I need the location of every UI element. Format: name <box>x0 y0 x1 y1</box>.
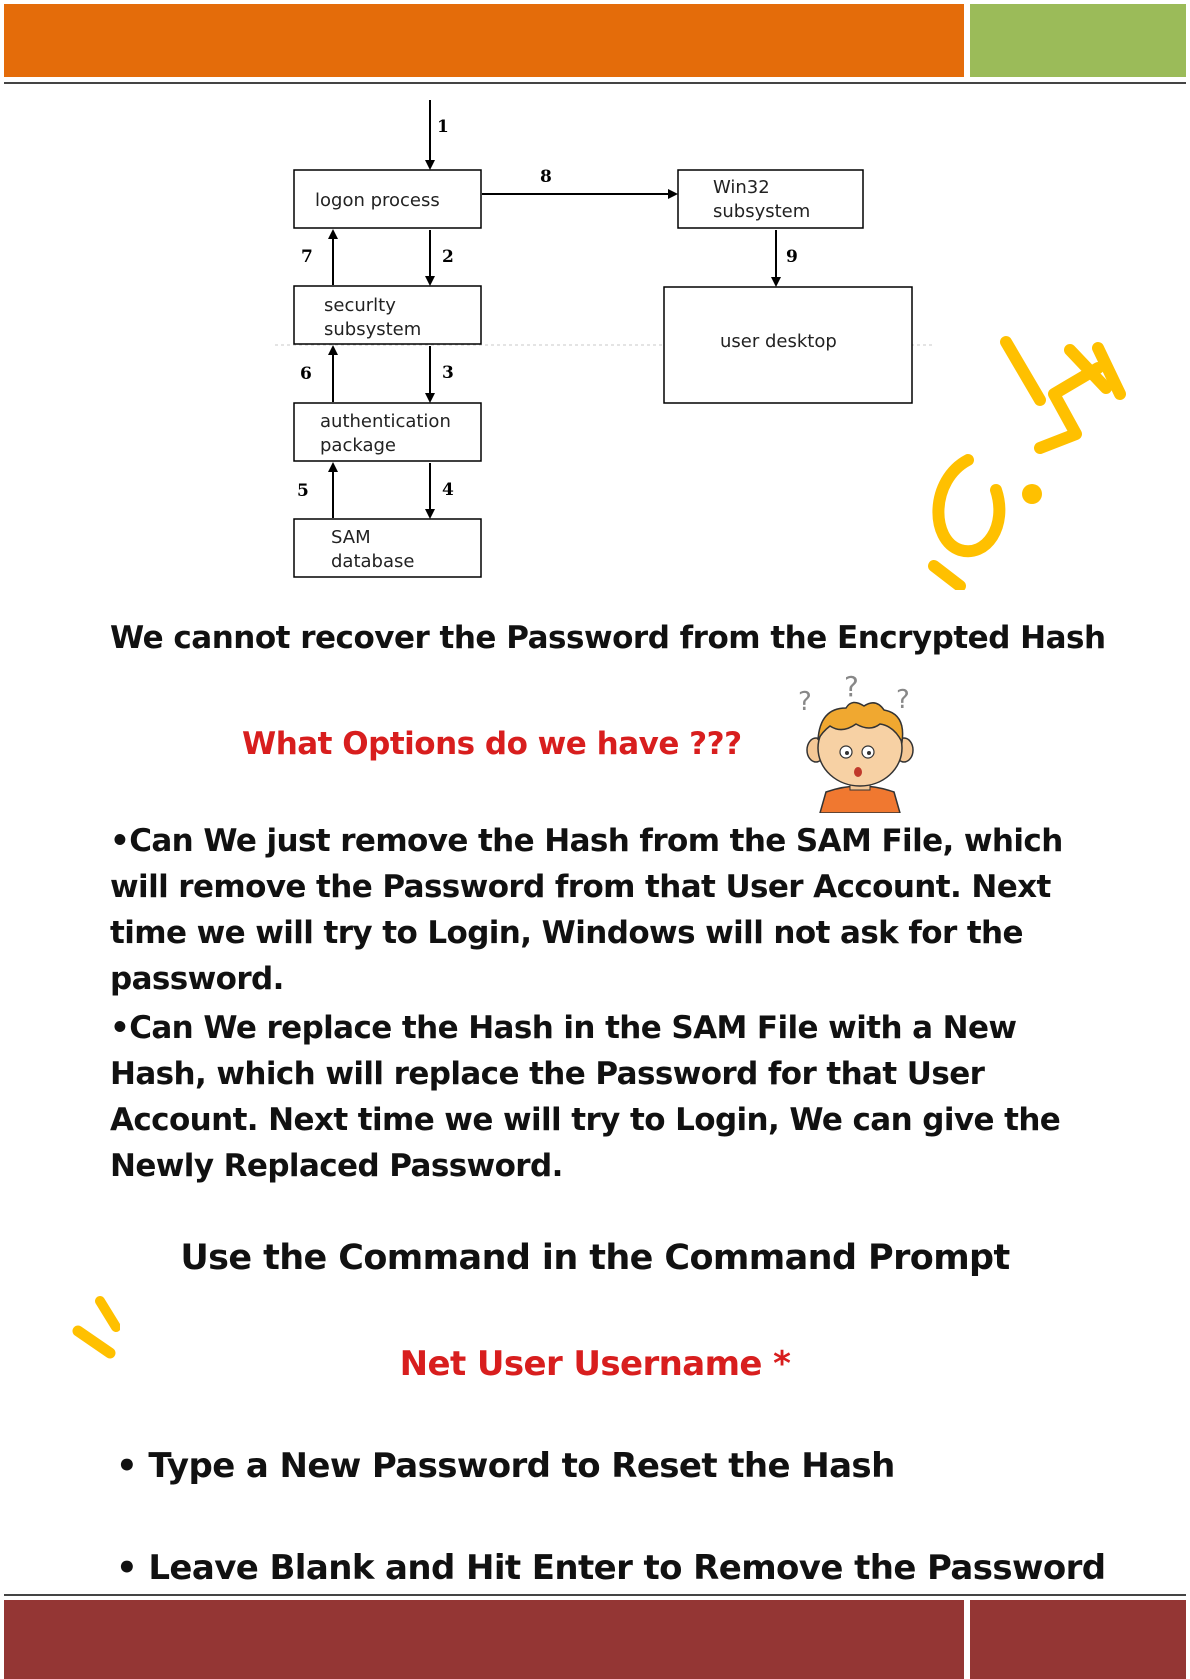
step-6: 6 <box>300 364 312 384</box>
heading-cannot-recover: We cannot recover the Password from the … <box>110 620 1106 656</box>
logon-flow-diagram: logon process securlty subsystem authent… <box>275 100 935 578</box>
svg-text:securlty: securlty <box>324 295 396 316</box>
security-label-line1: securlty <box>324 295 396 316</box>
bullet-reset-hash: • Type a New Password to Reset the Hash <box>116 1446 895 1486</box>
authentication-package-box <box>293 402 482 462</box>
svg-text:subsystem: subsystem <box>324 319 421 340</box>
svg-text:package: package <box>320 435 396 456</box>
svg-text:logon process: logon process <box>315 190 440 211</box>
paragraph-remove-hash: •Can We just remove the Hash from the SA… <box>110 823 1063 997</box>
svg-text:subsystem: subsystem <box>713 201 810 222</box>
paragraph-replace-hash: •Can We replace the Hash in the SAM File… <box>110 1010 1061 1184</box>
command-text: Net User Username * <box>399 1344 791 1384</box>
svg-text:6: 6 <box>300 364 312 384</box>
header-bar-green <box>970 4 1186 77</box>
step-8: 8 <box>540 167 552 187</box>
footer-bar-right <box>970 1600 1186 1679</box>
win32-subsystem-box <box>677 169 864 229</box>
question-options: What Options do we have ??? <box>242 726 742 762</box>
auth-label-line1: authentication <box>320 411 451 432</box>
step-2: 2 <box>442 247 454 267</box>
svg-text:8: 8 <box>540 167 552 187</box>
step-1: 1 <box>437 117 449 137</box>
command-heading: Use the Command in the Command Prompt <box>180 1238 1010 1278</box>
confused-boy-icon: ? ? ? <box>798 670 914 813</box>
win32-label-line1: Win32 <box>713 177 770 198</box>
logon-process-box <box>293 169 482 229</box>
sam-label-line2: database <box>331 551 414 572</box>
svg-text:5: 5 <box>297 481 309 501</box>
step-3: 3 <box>442 363 454 383</box>
header-rule <box>4 82 1186 84</box>
step-4: 4 <box>442 480 454 500</box>
svg-text:7: 7 <box>301 247 313 267</box>
svg-text:authentication: authentication <box>320 411 451 432</box>
sam-database-box <box>293 518 482 578</box>
svg-text:?: ? <box>798 687 812 717</box>
logon-process-label: logon process <box>315 190 440 211</box>
svg-text:?: ? <box>844 670 859 703</box>
watermark-fragment-right <box>928 336 1126 590</box>
step-9: 9 <box>786 247 798 267</box>
win32-label-line2: subsystem <box>713 201 810 222</box>
user-desktop-label: user desktop <box>720 331 837 352</box>
security-label-line2: subsystem <box>324 319 421 340</box>
svg-text:3: 3 <box>442 363 454 383</box>
svg-text:1: 1 <box>437 117 449 137</box>
svg-text:database: database <box>331 551 414 572</box>
watermark-fragment-left <box>72 1296 120 1359</box>
footer-rule <box>4 1594 1186 1596</box>
svg-text:?: ? <box>896 685 910 715</box>
bullet-remove-password: • Leave Blank and Hit Enter to Remove th… <box>116 1548 1106 1588</box>
svg-text:9: 9 <box>786 247 798 267</box>
header-bar-orange <box>4 4 964 77</box>
step-7: 7 <box>301 247 313 267</box>
svg-text:user desktop: user desktop <box>720 331 837 352</box>
auth-label-line2: package <box>320 435 396 456</box>
security-subsystem-box <box>293 285 482 345</box>
sam-label-line1: SAM <box>331 527 371 548</box>
svg-text:Win32: Win32 <box>713 177 770 198</box>
user-desktop-box <box>663 286 913 404</box>
svg-text:SAM: SAM <box>331 527 371 548</box>
step-5: 5 <box>297 481 309 501</box>
footer-bar-left <box>4 1600 964 1679</box>
svg-text:4: 4 <box>442 480 454 500</box>
svg-text:2: 2 <box>442 247 454 267</box>
